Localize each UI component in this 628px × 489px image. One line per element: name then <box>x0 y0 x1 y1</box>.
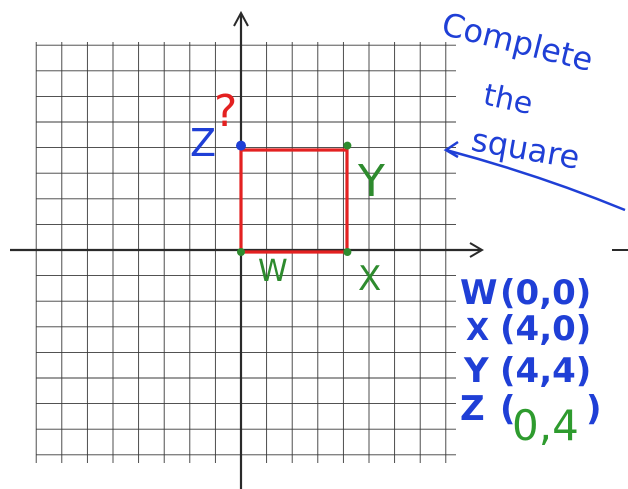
coord-open-paren-z: ( <box>500 389 516 429</box>
coord-close-paren-z: ) <box>586 389 602 429</box>
note-pointer-line <box>445 148 626 212</box>
coord-value-x: (4,0) <box>500 309 591 349</box>
vertex-dot-w <box>237 248 245 256</box>
coordinate-list: W (0,0) X (4,0) Y (4,4) Z ( 0,4 ) <box>460 273 602 450</box>
coord-label-z: Z <box>460 389 485 429</box>
vertex-dot-x <box>343 248 352 256</box>
coord-label-y: Y <box>463 351 489 391</box>
vertex-label-z: Z <box>190 121 216 165</box>
note-complete-the-square: Complete the square <box>438 5 597 177</box>
square-outline <box>239 148 349 254</box>
question-mark: ? <box>214 86 237 137</box>
note-line-1: Complete <box>438 5 597 79</box>
coord-label-w: W <box>460 273 498 313</box>
y-axis-arrow <box>233 10 249 27</box>
vertex-label-w: W <box>258 254 288 289</box>
vertex-dot-z <box>236 140 246 151</box>
coord-label-x: X <box>466 313 489 348</box>
vertex-label-x: X <box>358 259 381 299</box>
note-pointer-arrowhead <box>443 140 459 159</box>
note-line-2: the <box>480 78 535 122</box>
x-axis-arrow <box>469 242 484 258</box>
vertex-dots <box>236 140 352 256</box>
vertex-label-y: Y <box>357 156 385 207</box>
vertex-dot-y <box>343 141 352 150</box>
coord-value-y: (4,4) <box>500 351 591 391</box>
coord-answer-z: 0,4 <box>512 401 579 450</box>
note-line-3: square <box>469 120 583 176</box>
coord-value-w: (0,0) <box>500 273 591 313</box>
